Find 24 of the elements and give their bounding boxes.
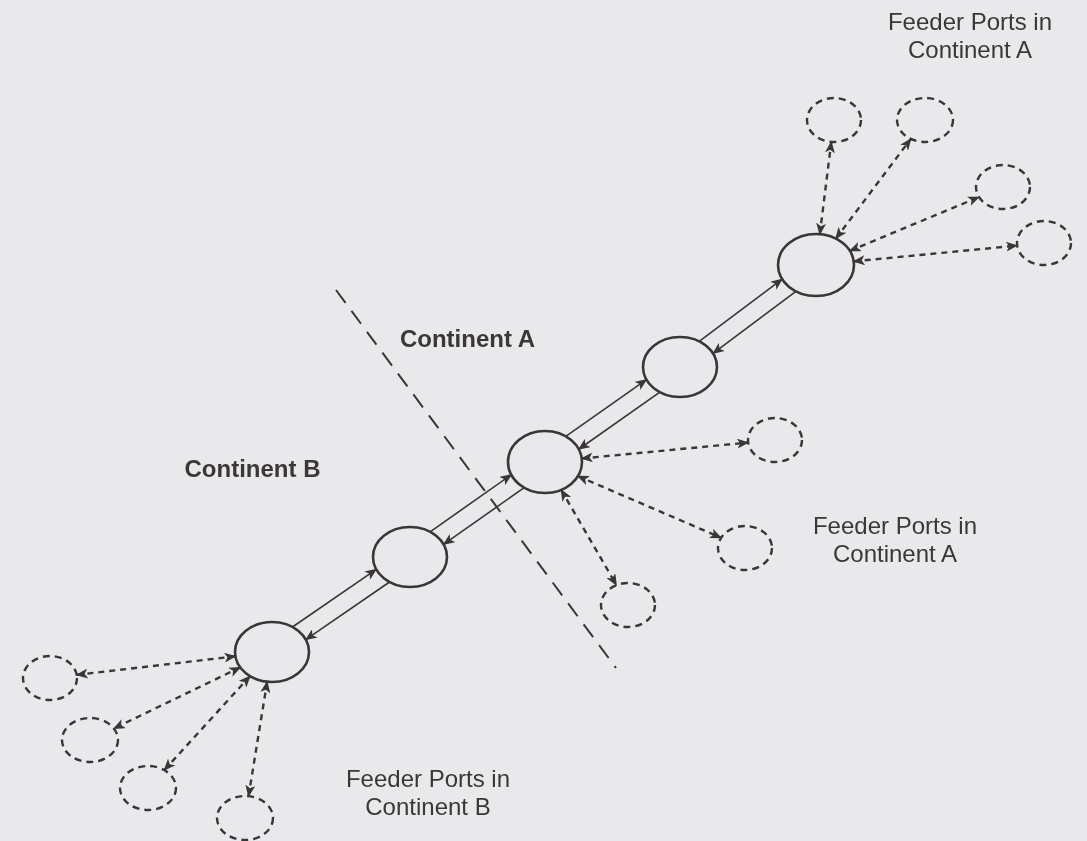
arrow <box>712 290 797 355</box>
arrow <box>577 391 661 451</box>
arrow <box>442 486 525 546</box>
arrow <box>848 195 980 252</box>
region-label: Continent A <box>398 325 537 353</box>
region-label: Continent B <box>183 455 322 483</box>
feeder-ports-label: Feeder Ports in Continent A <box>811 512 979 568</box>
arrow <box>560 489 618 586</box>
arrow <box>163 675 251 771</box>
arrow <box>816 140 835 236</box>
arrow <box>580 438 750 463</box>
arrow <box>429 473 513 533</box>
arrow <box>304 581 391 641</box>
arrow <box>112 666 242 730</box>
feeder-ports-label: Feeder Ports in Continent B <box>344 765 512 821</box>
arrow <box>565 378 648 438</box>
arrow <box>577 475 723 539</box>
arrow <box>245 680 271 798</box>
arrow <box>75 652 237 679</box>
feeder-ports-label: Feeder Ports in Continent A <box>886 8 1054 64</box>
arrow <box>834 138 912 240</box>
arrow <box>852 241 1019 266</box>
arrow <box>291 568 378 628</box>
arrow <box>698 278 783 343</box>
